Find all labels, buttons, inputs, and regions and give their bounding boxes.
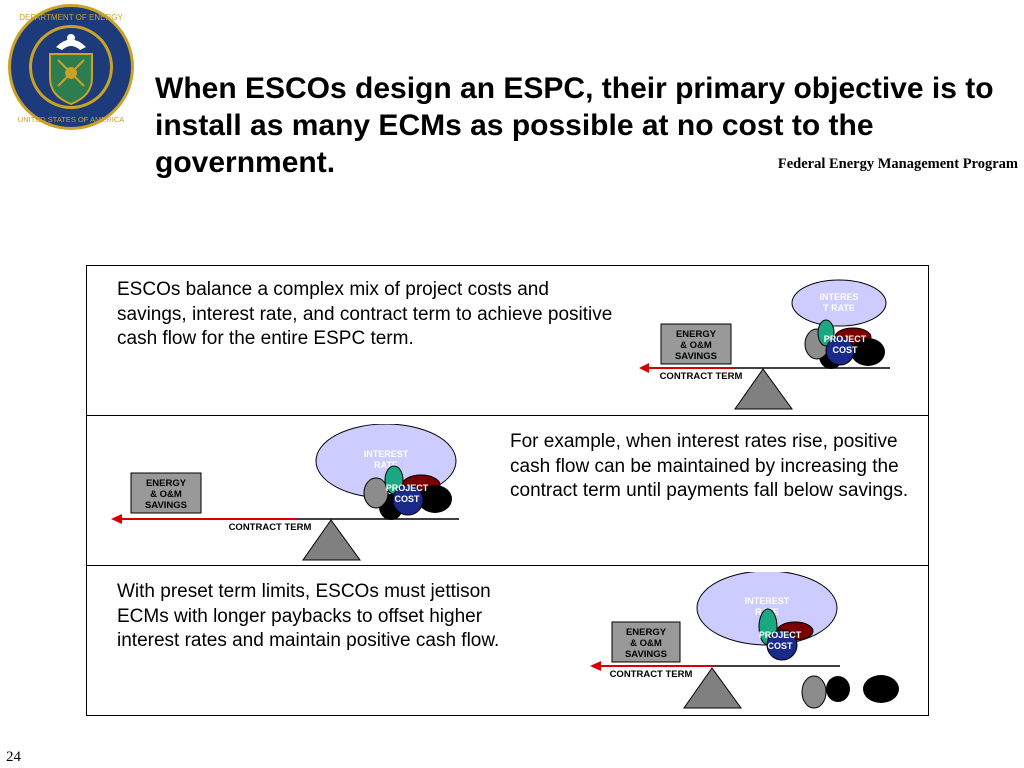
project-cost-label: PROJECT bbox=[386, 483, 429, 493]
jettisoned-grey-ball bbox=[801, 675, 827, 709]
savings-label: & O&M bbox=[150, 489, 182, 500]
svg-text:UNITED STATES OF AMERICA: UNITED STATES OF AMERICA bbox=[18, 115, 124, 124]
contract-term-label: CONTRACT TERM bbox=[229, 522, 312, 533]
project-cost-ball bbox=[392, 484, 424, 516]
savings-label: ENERGY bbox=[626, 627, 667, 638]
contract-term-label: CONTRACT TERM bbox=[660, 371, 743, 382]
slide-title: When ESCOs design an ESPC, their primary… bbox=[155, 72, 994, 179]
interest-label: INTEREST bbox=[364, 449, 409, 459]
savings-label: SAVINGS bbox=[145, 500, 187, 511]
seal-lettering: DEPARTMENT OF ENERGY bbox=[19, 13, 123, 22]
energy-savings-box bbox=[130, 472, 202, 514]
project-cost-label: PROJECT bbox=[759, 630, 802, 640]
content-frame: ESCOs balance a complex mix of project c… bbox=[86, 265, 929, 716]
savings-label: SAVINGS bbox=[625, 649, 667, 660]
program-name: Federal Energy Management Program bbox=[777, 156, 1018, 172]
balance-diagram: CONTRACT TERM ENERGY & O&M SAVINGS INTER… bbox=[639, 279, 890, 410]
interest-label: INTERES bbox=[819, 292, 858, 302]
page-number: 24 bbox=[6, 749, 21, 765]
interest-label: INTEREST bbox=[745, 596, 790, 606]
panel-balance: ESCOs balance a complex mix of project c… bbox=[87, 266, 928, 416]
balance-diagram: CONTRACT TERM ENERGY & O&M SAVINGS INTER… bbox=[590, 572, 899, 709]
fulcrum bbox=[302, 519, 361, 561]
project-cost-ball bbox=[766, 629, 798, 661]
project-cost-label: COST bbox=[832, 345, 858, 355]
grey-ball bbox=[363, 477, 389, 509]
savings-label: SAVINGS bbox=[675, 351, 717, 362]
project-cost-ball bbox=[825, 336, 855, 366]
project-cost-label: COST bbox=[394, 494, 420, 504]
balance-diagram: CONTRACT TERM ENERGY & O&M SAVINGS INTER… bbox=[111, 424, 459, 561]
black-ball bbox=[418, 485, 452, 513]
fulcrum bbox=[683, 667, 742, 709]
panel-term-limits: With preset term limits, ESCOs must jett… bbox=[87, 566, 928, 714]
savings-label: & O&M bbox=[630, 638, 662, 649]
project-cost-label: COST bbox=[767, 641, 793, 651]
panel-text: With preset term limits, ESCOs must jett… bbox=[117, 581, 500, 651]
panel-text: For example, when interest rates rise, p… bbox=[510, 431, 909, 501]
energy-savings-box bbox=[611, 621, 681, 663]
doe-seal-logo: DEPARTMENT OF ENERGY UNITED STATES OF AM… bbox=[8, 4, 134, 130]
savings-label: ENERGY bbox=[676, 329, 717, 340]
teal-ball bbox=[817, 319, 835, 347]
interest-label: RATE bbox=[374, 460, 398, 470]
arrow-head bbox=[590, 661, 601, 671]
jettisoned-black-ball bbox=[863, 675, 899, 703]
jettisoned-black-ball bbox=[826, 676, 850, 702]
black-ball bbox=[851, 338, 885, 366]
interest-rate-bubble bbox=[791, 279, 887, 327]
project-cost-label: PROJECT bbox=[824, 334, 867, 344]
energy-savings-box bbox=[660, 323, 732, 365]
arrow-head bbox=[111, 514, 122, 524]
panel-interest-rise: CONTRACT TERM ENERGY & O&M SAVINGS INTER… bbox=[87, 416, 928, 566]
savings-label: & O&M bbox=[680, 340, 712, 351]
contract-term-label: CONTRACT TERM bbox=[610, 669, 693, 680]
interest-label: T RATE bbox=[823, 303, 855, 313]
panel-text: ESCOs balance a complex mix of project c… bbox=[117, 279, 613, 349]
arrow-head bbox=[639, 363, 649, 373]
fulcrum bbox=[734, 368, 793, 410]
savings-label: ENERGY bbox=[146, 478, 187, 489]
